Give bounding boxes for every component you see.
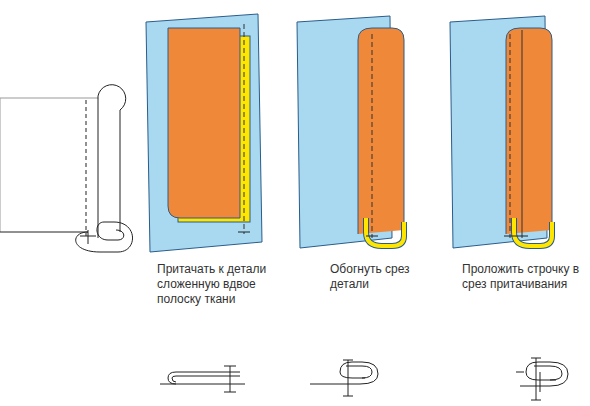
step-two-figure <box>297 16 404 248</box>
cross-section <box>160 366 245 392</box>
cross-section <box>310 360 378 396</box>
step-one-figure <box>146 14 262 252</box>
step-caption: Проложить строчку в срез притачивания <box>462 262 584 292</box>
step-caption: Притачать к детали сложенную вдвое полос… <box>157 262 283 307</box>
cross-section <box>516 358 568 400</box>
step-three-figure <box>450 16 552 248</box>
step-caption: Обогнуть срез детали <box>330 262 440 292</box>
fabric-sketch <box>0 85 133 252</box>
